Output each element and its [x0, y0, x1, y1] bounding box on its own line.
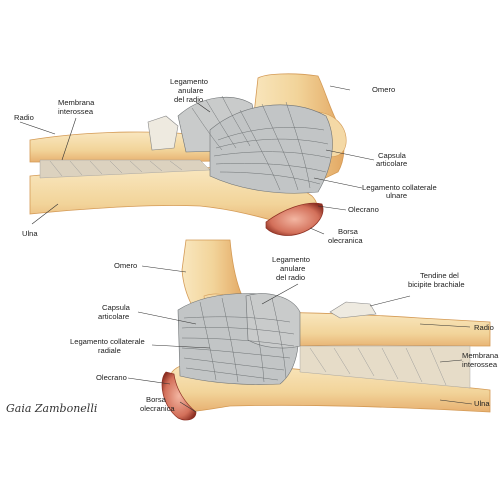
top-label-ulna: Ulna [22, 229, 38, 238]
top-label-membrana-2: interossea [58, 107, 94, 116]
top-joint-capsule [209, 104, 333, 194]
bottom-annular-ligament [245, 293, 301, 349]
bottom-label-membrana-2: interossea [462, 360, 498, 369]
top-leader-lines [19, 85, 375, 235]
top-label-omero: Omero [372, 85, 395, 94]
bottom-label-annular-1: Legamento [272, 255, 310, 264]
bottom-labels: Omero Legamento anulare del radio Tendin… [70, 255, 499, 413]
top-label-borsa-2: olecranica [328, 236, 363, 245]
bottom-label-borsa-2: olecranica [140, 404, 175, 413]
bottom-label-annular-3: del radio [276, 273, 305, 282]
bottom-membrane-fibers [309, 347, 447, 386]
top-label-radio: Radio [14, 113, 34, 122]
artist-signature: Gaia Zambonelli [6, 402, 97, 415]
top-label-membrana-1: Membrana [58, 98, 95, 107]
top-label-annular-3: del radio [174, 95, 203, 104]
top-biceps-tendon-stump [147, 115, 179, 151]
bottom-capsule-fibers [181, 295, 295, 383]
bottom-label-olecrano: Olecrano [96, 373, 127, 382]
top-label-olecrano: Olecrano [348, 205, 379, 214]
bottom-olecranon-bursa [161, 371, 197, 421]
bottom-label-tendine-2: bicipite brachiale [408, 280, 465, 289]
bottom-leader-lines [127, 265, 473, 413]
top-labels: Radio Membrana interossea Legamento anul… [14, 77, 437, 245]
bottom-interosseous-membrane [299, 345, 471, 389]
bottom-label-capsula-1: Capsula [102, 303, 131, 312]
top-membrane-fibers [49, 160, 183, 177]
bottom-biceps-tendon [329, 301, 377, 319]
bottom-label-tendine-1: Tendine del [420, 271, 459, 280]
top-label-capsula-1: Capsula [378, 151, 407, 160]
top-label-collaterale-2: ulnare [386, 191, 407, 200]
bottom-label-collaterale-2: radiale [98, 346, 121, 355]
top-label-capsula-2: articolare [376, 159, 407, 168]
bottom-label-capsula-2: articolare [98, 312, 129, 321]
bottom-label-annular-2: anulare [280, 264, 305, 273]
bottom-label-ulna: Ulna [474, 399, 490, 408]
top-label-annular-2: anulare [178, 86, 203, 95]
bottom-elbow-illustration [161, 239, 491, 421]
top-elbow-illustration [29, 73, 347, 236]
bottom-label-borsa-1: Borsa [146, 395, 167, 404]
bottom-label-radio: Radio [474, 323, 494, 332]
top-olecranon-bursa [265, 202, 324, 236]
top-label-collaterale-1: Legamento collaterale [362, 183, 437, 192]
bottom-label-omero: Omero [114, 261, 137, 270]
bottom-label-membrana-1: Membrana [462, 351, 499, 360]
bottom-label-collaterale-1: Legamento collaterale [70, 337, 145, 346]
top-label-annular-1: Legamento [170, 77, 208, 86]
top-label-borsa-1: Borsa [338, 227, 359, 236]
